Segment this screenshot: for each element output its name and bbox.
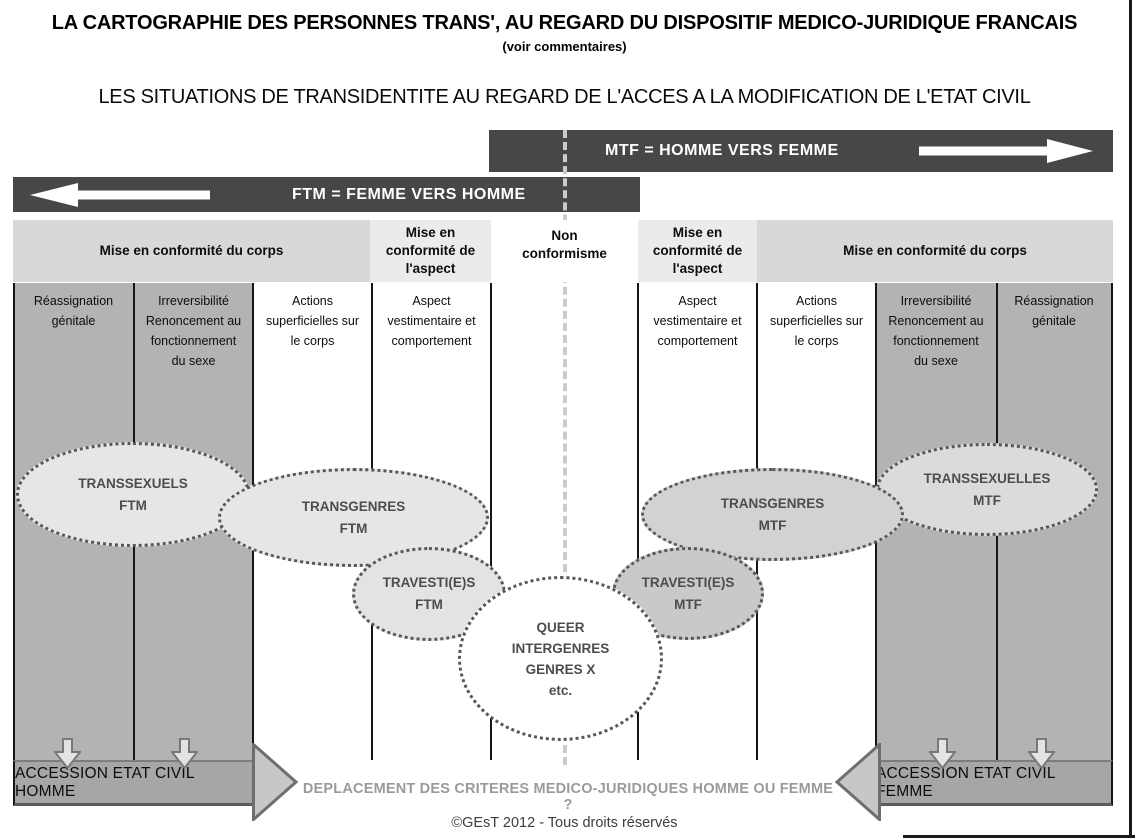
banner-ftm-label: FTM = FEMME VERS HOMME — [292, 186, 526, 203]
page-frame-bottom — [903, 835, 1135, 838]
group-header-left-corps: Mise en conformité du corps — [13, 220, 370, 282]
band-accession-homme: ACCESSION ETAT CIVIL HOMME — [13, 760, 253, 806]
column-header-actions-left: Actions superficielles sur le corps — [265, 294, 360, 348]
column-header-actions-right: Actions superficielles sur le corps — [769, 294, 864, 348]
arrow-right-icon — [919, 139, 1093, 163]
page-subtitle: (voir commentaires) — [502, 39, 627, 54]
ellipse-transgenres-mtf: TRANSGENRES MTF — [641, 468, 904, 561]
triangle-left-icon — [835, 743, 881, 821]
column-header-reassignation-left: Réassignation génitale — [33, 294, 114, 328]
column-header-aspect-left: Aspect vestimentaire et comportement — [387, 294, 476, 348]
section-heading: LES SITUATIONS DE TRANSIDENTITE AU REGAR… — [98, 86, 1031, 108]
page-frame-right — [1129, 0, 1132, 838]
triangle-right-icon — [252, 743, 298, 821]
group-header-non-conformisme: Non conformisme — [491, 220, 638, 282]
banner-mtf: MTF = HOMME VERS FEMME — [489, 130, 1113, 172]
column-header-reassignation-right: Réassignation génitale — [1014, 294, 1094, 328]
arrow-left-icon — [30, 183, 210, 207]
group-header-right-corps: Mise en conformité du corps — [757, 220, 1113, 282]
column-header-irreversibilite-left: Irreversibilité Renoncement au fonctionn… — [145, 294, 242, 368]
column-divider-line — [637, 283, 639, 760]
band-accession-femme: ACCESSION ETAT CIVIL FEMME — [876, 760, 1113, 806]
arrow-down-icon — [929, 738, 956, 769]
column-divider-line — [490, 283, 492, 760]
banner-ftm: FTM = FEMME VERS HOMME — [13, 177, 640, 212]
column-header-irreversibilite-right: Irreversibilité Renoncement au fonctionn… — [888, 294, 984, 368]
ellipse-transsexuels-ftm: TRANSSEXUELS FTM — [16, 442, 250, 547]
arrow-down-icon — [54, 738, 81, 769]
arrow-down-icon — [1028, 738, 1055, 769]
banner-mtf-label: MTF = HOMME VERS FEMME — [605, 142, 839, 159]
group-header-left-aspect: Mise en conformité de l'aspect — [370, 220, 491, 282]
arrow-down-icon — [171, 738, 198, 769]
column-header-aspect-right: Aspect vestimentaire et comportement — [653, 294, 742, 348]
page-title: LA CARTOGRAPHIE DES PERSONNES TRANS', AU… — [51, 12, 1078, 34]
ellipse-queer-intergenres: QUEER INTERGENRES GENRES X etc. — [458, 576, 663, 741]
ellipse-transsexuelles-mtf: TRANSSEXUELLES MTF — [876, 443, 1098, 536]
table-left-border — [13, 283, 15, 805]
band-femme-label: ACCESSION ETAT CIVIL FEMME — [876, 764, 1056, 800]
group-header-right-aspect: Mise en conformité de l'aspect — [638, 220, 757, 282]
table-right-border — [1111, 283, 1113, 805]
center-divider-dashed-line — [563, 130, 567, 765]
copyright-footer: ©GEsT 2012 - Tous droits réservés — [451, 815, 678, 831]
question-text: DEPLACEMENT DES CRITERES MEDICO-JURIDIQU… — [302, 781, 834, 813]
band-homme-label: ACCESSION ETAT CIVIL HOMME — [15, 764, 195, 800]
